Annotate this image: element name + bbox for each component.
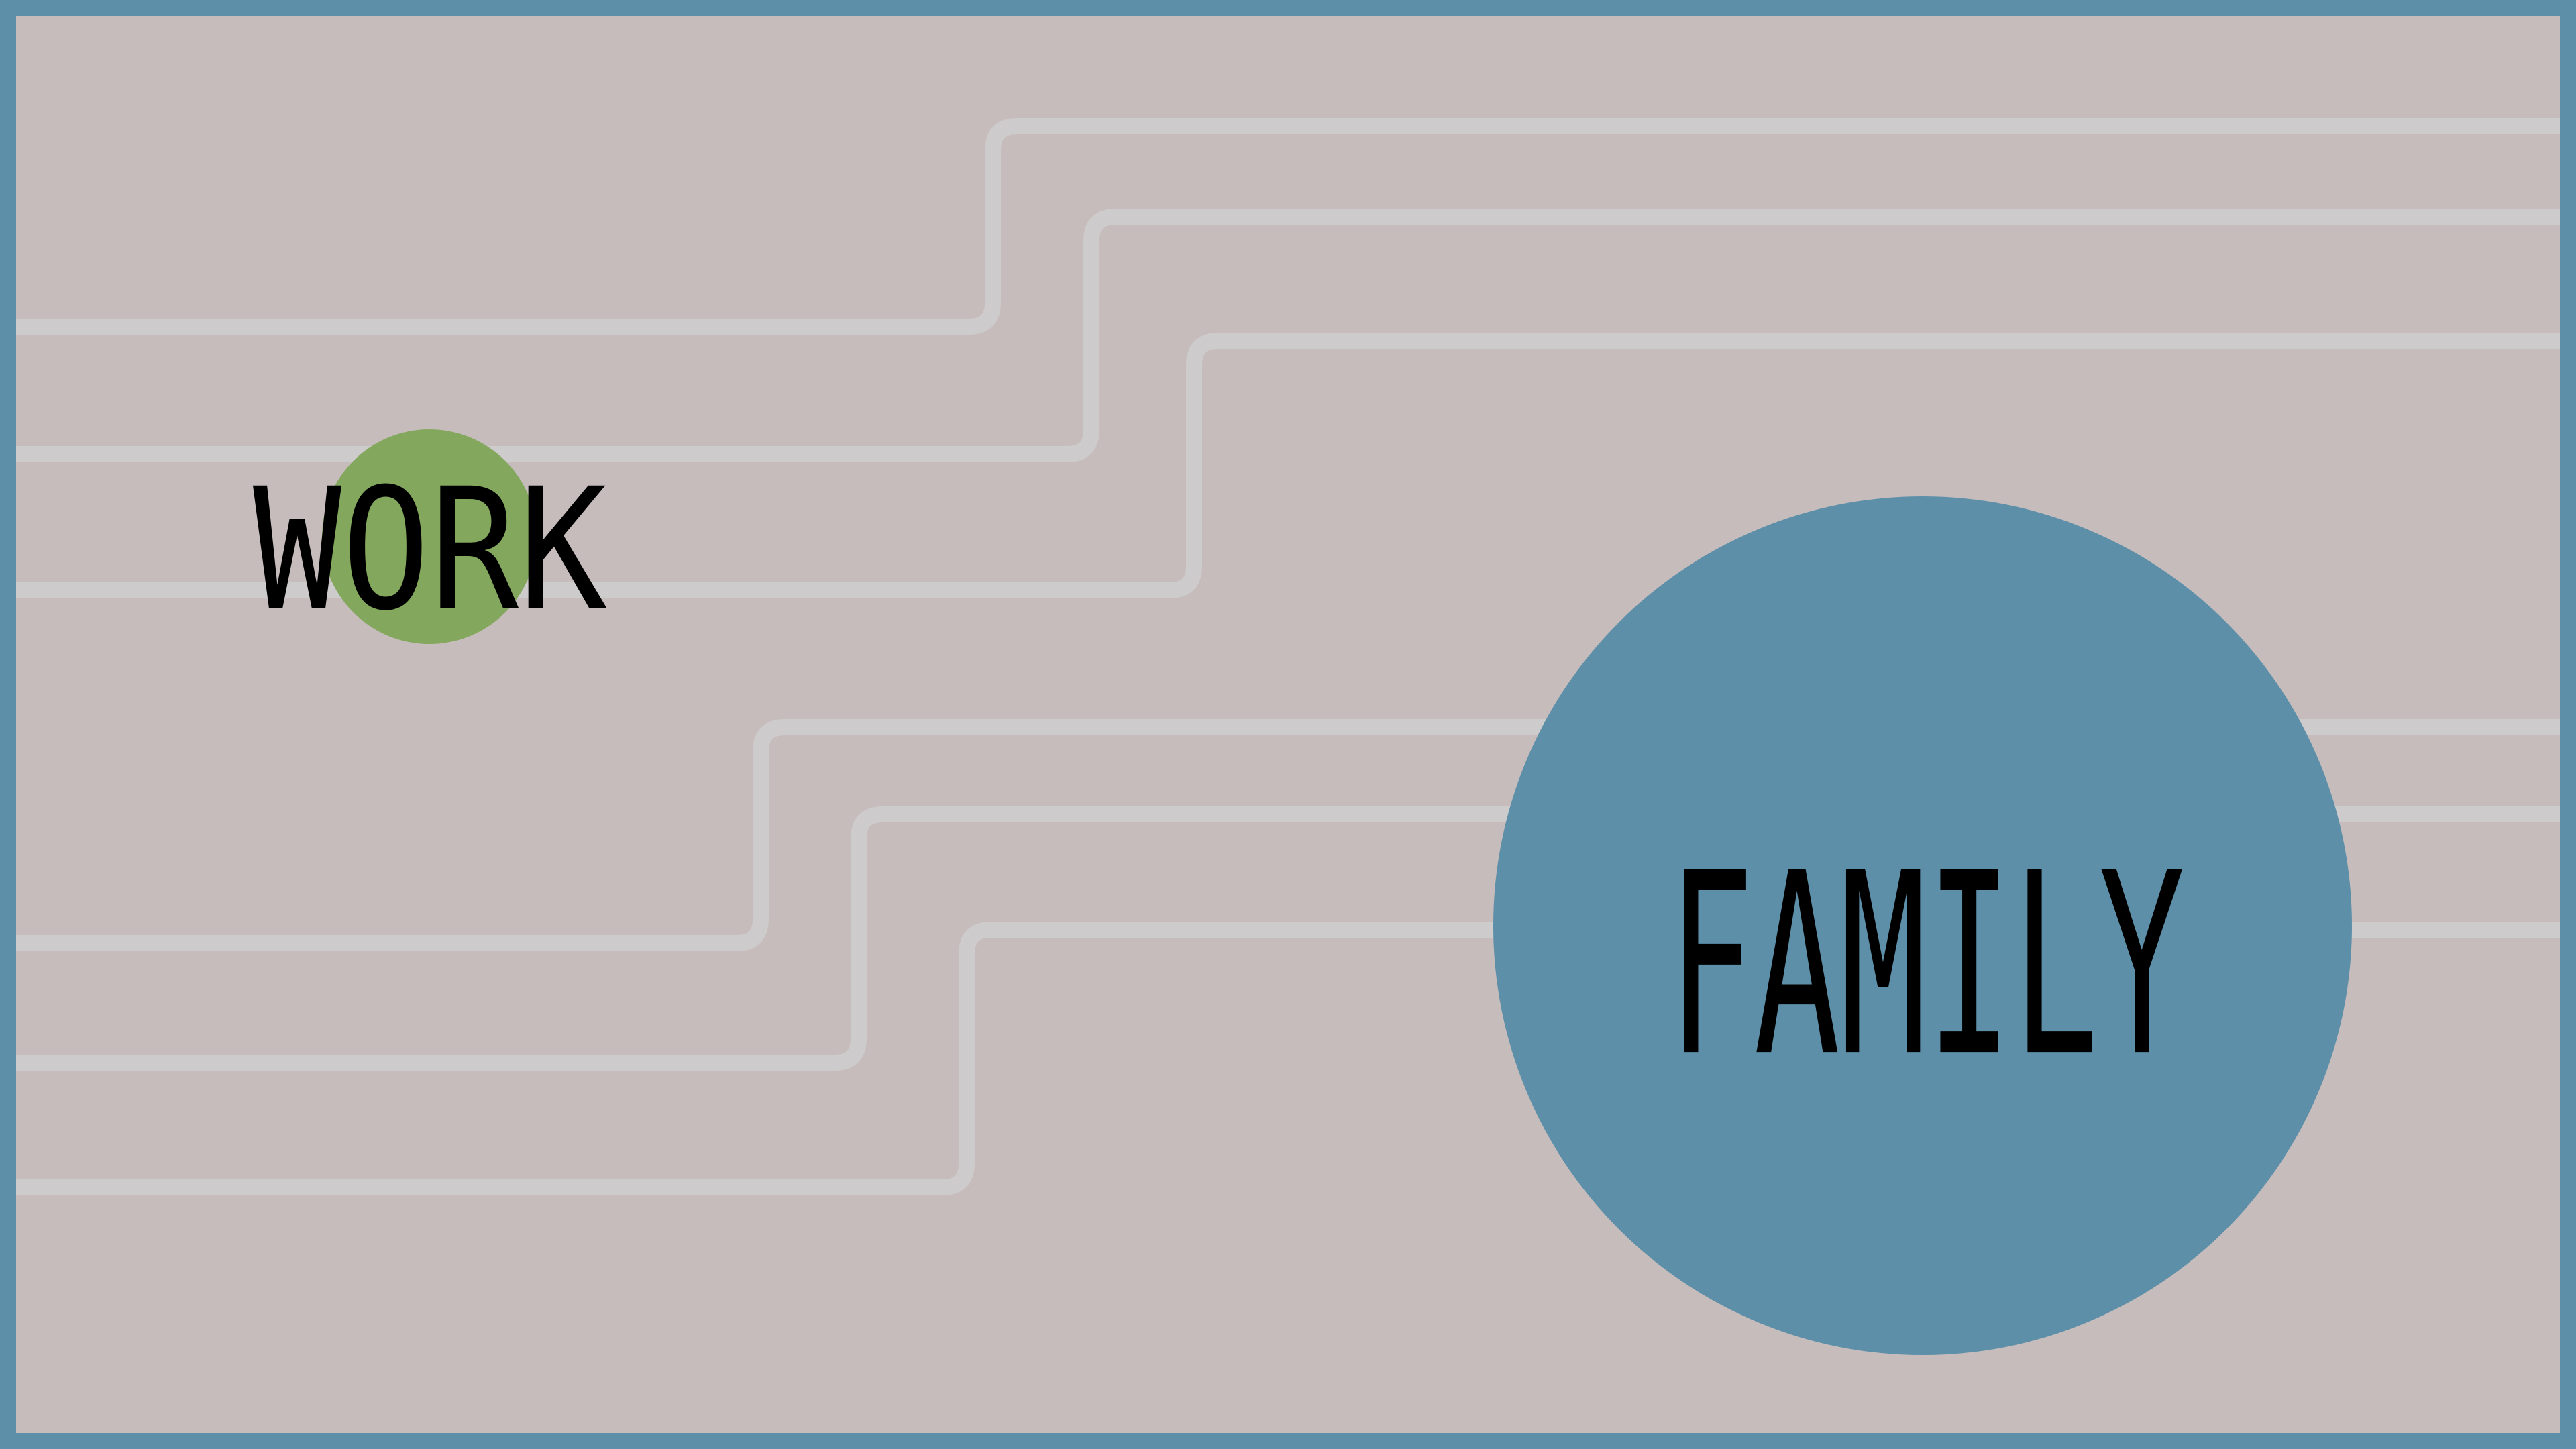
track-line	[16, 333, 2560, 598]
family-label: FAMILY	[1668, 820, 2185, 1112]
work-label: WORK	[253, 452, 607, 647]
family-node-circle	[1493, 496, 2352, 1355]
track-line	[16, 719, 2560, 951]
track-line	[16, 922, 2560, 1195]
track-line	[16, 806, 2560, 1071]
work-node-circle	[322, 429, 537, 644]
track-line	[16, 209, 2560, 462]
track-line	[16, 118, 2560, 335]
track-lines	[16, 118, 2560, 1195]
